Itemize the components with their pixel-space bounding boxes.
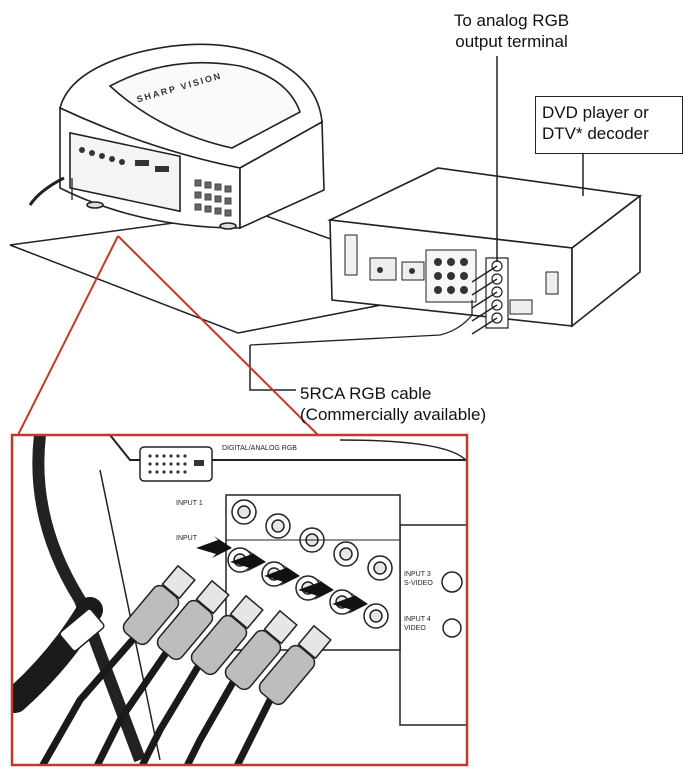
source-device-label: DVD player or DTV* decoder <box>535 96 683 154</box>
zoom-frame <box>10 433 469 767</box>
rca-plug-icon <box>190 594 264 676</box>
rca-plug-icon <box>258 624 332 706</box>
arrow-icon <box>332 592 368 614</box>
panel-label-input4: INPUT 4 <box>404 616 431 623</box>
zoom-callout-lines <box>17 235 319 436</box>
arrow-group <box>196 536 368 614</box>
rca-cable-lines <box>38 616 279 765</box>
rca-plug-icon <box>156 579 230 661</box>
cable-run <box>71 178 473 346</box>
zoom-detail: DIGITAL/ANALOG RGB INPUT 3 S-VIDEO INPUT… <box>10 433 469 767</box>
arrow-icon <box>230 550 266 572</box>
leader-cable <box>249 345 296 391</box>
rgb-terminal-label: To analog RGB output terminal <box>424 10 599 52</box>
arrow-icon <box>298 578 334 600</box>
arrow-icon <box>264 564 300 586</box>
source-device-label-line1: DVD player or <box>542 103 649 122</box>
rgb-terminal-label-line2: output terminal <box>455 32 568 51</box>
rca-plug-icon <box>224 609 298 691</box>
dvi-connector-icon <box>139 446 213 482</box>
rgb-terminal-label-line1: To analog RGB <box>453 11 570 30</box>
cable-label: 5RCA RGB cable (Commercially available) <box>300 383 560 425</box>
source-device-label-line2: DTV* decoder <box>542 124 649 143</box>
rca-jack-icon <box>363 603 389 629</box>
rca-jack-icon <box>367 555 393 581</box>
cable-label-line2: (Commercially available) <box>300 405 487 424</box>
rgb-output-terminals <box>485 257 509 329</box>
arrow-icon <box>196 536 232 558</box>
panel-label-input: INPUT <box>176 535 198 542</box>
dvd-cable-bundle <box>471 265 498 335</box>
panel-label-video: VIDEO <box>404 625 426 632</box>
dvd-player-icon <box>327 167 643 328</box>
rca-jack-icon <box>333 541 359 567</box>
rca-jack-icon <box>265 513 291 539</box>
projector-power-cord <box>28 176 65 206</box>
cable-label-line1: 5RCA RGB cable <box>300 384 432 403</box>
svideo-jack-icon <box>441 571 463 593</box>
rca-plug-icon <box>122 564 196 646</box>
projector-icon <box>59 43 325 230</box>
rca-jack-icon <box>231 499 257 525</box>
panel-label-input3: INPUT 3 <box>404 571 431 578</box>
panel-label-input1: INPUT 1 <box>176 500 203 507</box>
panel-label-dvi: DIGITAL/ANALOG RGB <box>222 445 297 452</box>
video-jack-icon <box>442 618 462 638</box>
panel-label-svideo: S-VIDEO <box>404 580 433 587</box>
